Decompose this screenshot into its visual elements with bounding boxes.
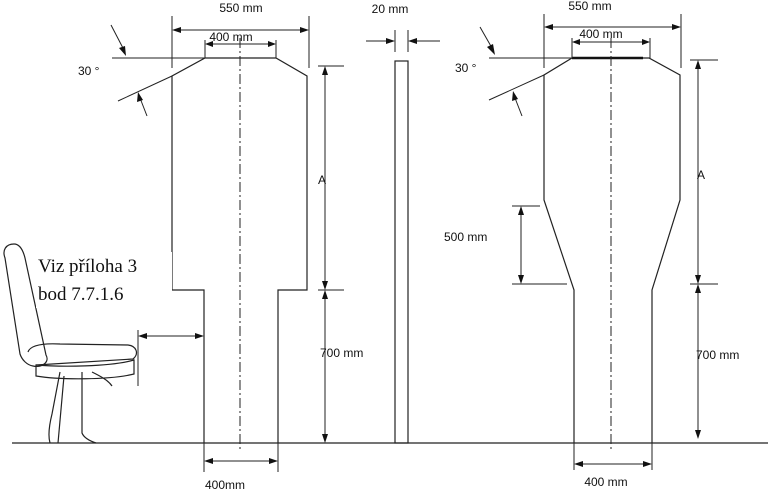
left-bottom-width-dimension: 400mm: [203, 443, 279, 492]
left-bottom-width-label: 400mm: [205, 478, 245, 492]
left-angle-label: 30 °: [78, 64, 100, 78]
left-top-width-label: 550 mm: [219, 1, 262, 15]
right-angle-dimension: 30 °: [455, 26, 572, 117]
left-lower-height-dimension: 700 mm: [320, 290, 363, 443]
right-a-label: A: [697, 168, 705, 182]
seat-drawing: [3, 243, 204, 444]
left-inner-width-dimension: 400 mm: [204, 30, 277, 58]
note-line-2: bod 7.7.1.6: [38, 284, 124, 305]
right-bottom-width-dimension: 400 mm: [573, 443, 653, 489]
reference-note: Viz příloha 3 bod 7.7.1.6: [36, 252, 172, 308]
plate-outline: [394, 60, 409, 444]
left-a-dimension: A: [318, 65, 344, 291]
right-lower-height-dimension: 700 mm: [695, 284, 739, 439]
left-a-label: A: [318, 173, 326, 187]
left-lower-height-label: 700 mm: [320, 346, 363, 360]
left-template: [171, 38, 308, 452]
right-angle-label: 30 °: [455, 61, 477, 75]
right-inner-width-dimension: 400 mm: [571, 27, 651, 58]
right-top-width-dimension: 550 mm: [543, 0, 682, 68]
right-taper-label: 500 mm: [444, 230, 487, 244]
plate-thickness-label: 20 mm: [372, 2, 409, 16]
right-taper-dimension: 500 mm: [444, 205, 567, 285]
right-bottom-width-label: 400 mm: [584, 475, 627, 489]
right-inner-width-label: 400 mm: [579, 27, 622, 41]
right-top-width-label: 550 mm: [568, 0, 611, 13]
right-template-outline: [543, 57, 681, 443]
thickness-plate: 20 mm: [366, 2, 440, 444]
right-a-dimension: A: [690, 59, 718, 285]
right-lower-height-label: 700 mm: [696, 348, 739, 362]
note-line-1: Viz příloha 3: [38, 256, 137, 277]
left-angle-dimension: 30 °: [78, 24, 205, 117]
left-inner-width-label: 400 mm: [209, 30, 252, 44]
left-top-width-dimension: 550 mm: [171, 1, 310, 68]
right-template: [543, 38, 681, 452]
